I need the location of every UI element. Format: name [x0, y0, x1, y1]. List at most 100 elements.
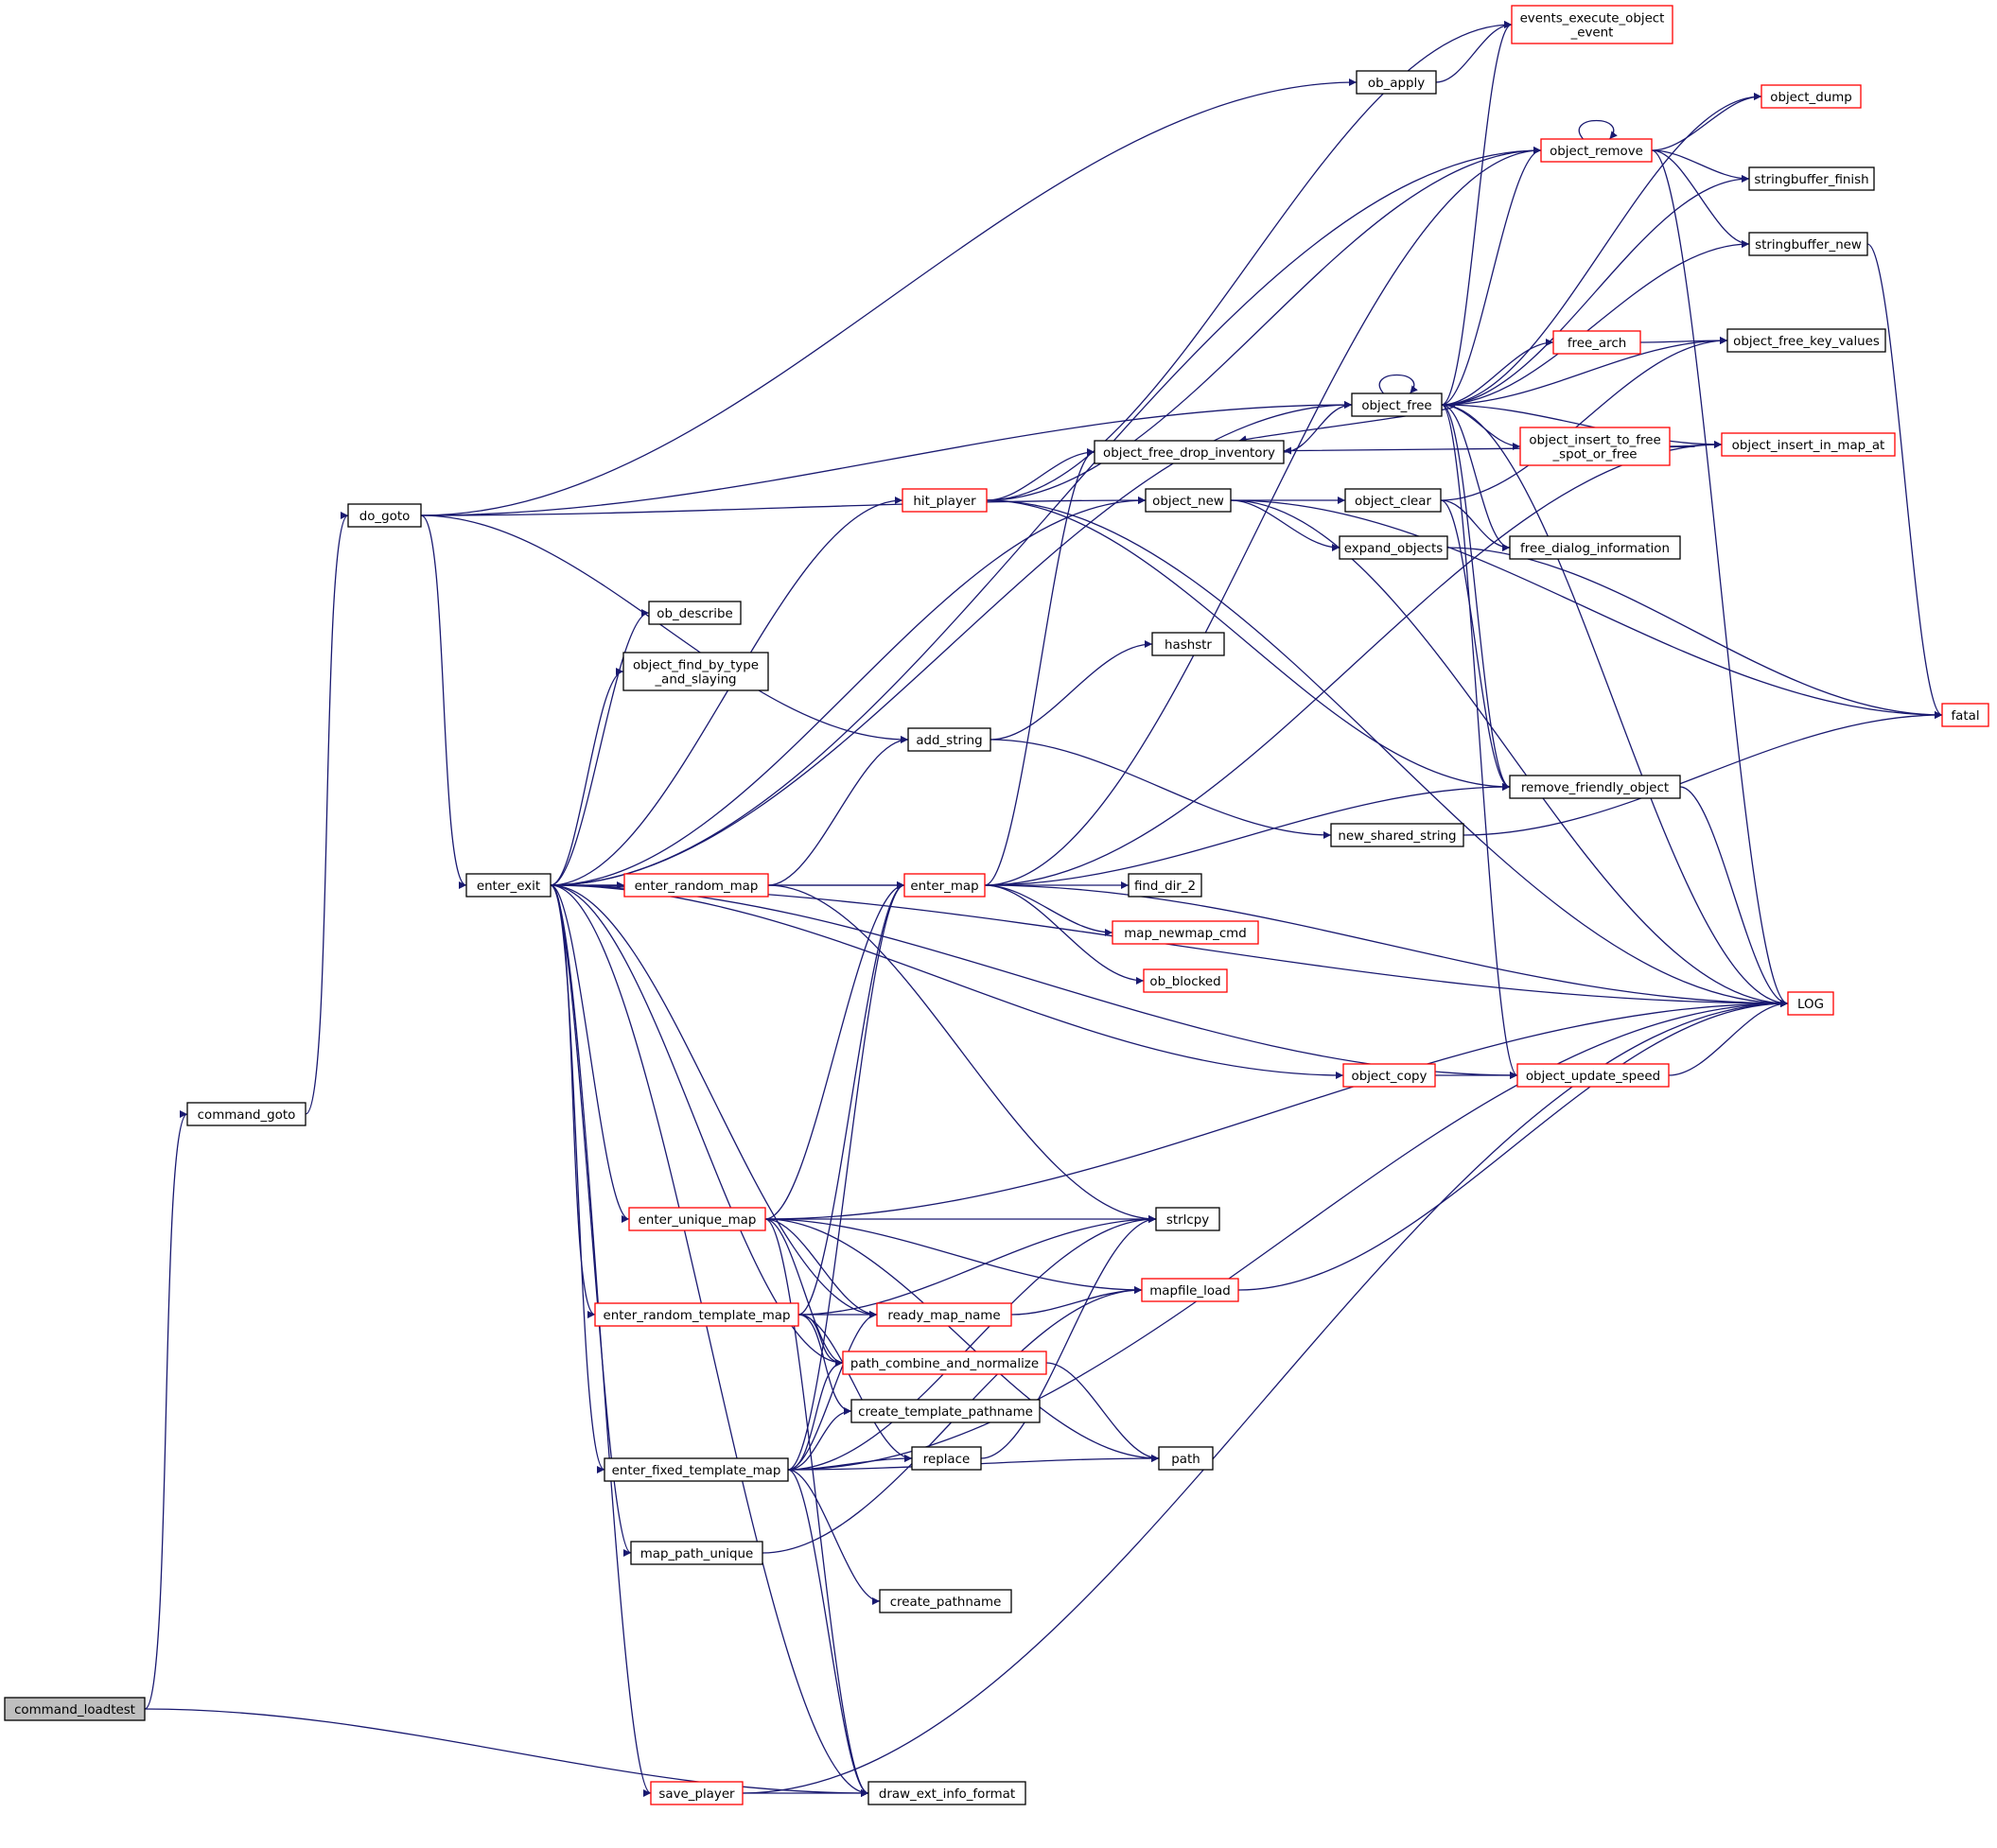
edge-enter_unique_map-to-mapfile_load	[764, 1218, 1143, 1294]
node-box	[1748, 166, 1875, 191]
node-do_goto[interactable]: do_goto	[347, 503, 422, 528]
node-free_dialog_information[interactable]: free_dialog_information	[1509, 535, 1681, 560]
node-object_dump[interactable]: object_dump	[1761, 84, 1862, 109]
edge-line	[764, 1218, 869, 1797]
node-enter_random_template_map[interactable]: enter_random_template_map	[594, 1302, 799, 1327]
edge-line	[986, 499, 1511, 791]
node-find_dir_2[interactable]: find_dir_2	[1128, 873, 1202, 898]
node-free_arch[interactable]: free_arch	[1552, 330, 1641, 355]
node-object_free_key_values[interactable]: object_free_key_values	[1726, 328, 1886, 353]
node-command_loadtest[interactable]: command_loadtest	[4, 1697, 146, 1721]
node-create_template_pathname[interactable]: create_template_pathname	[850, 1399, 1041, 1423]
node-create_pathname[interactable]: create_pathname	[879, 1589, 1012, 1613]
edge-enter_fixed_template_map-to-draw_ext_info_format	[787, 1469, 869, 1797]
node-ob_describe[interactable]: ob_describe	[648, 601, 742, 625]
node-expand_objects[interactable]: expand_objects	[1339, 535, 1448, 560]
node-replace[interactable]: replace	[911, 1446, 982, 1471]
edge-line	[1440, 337, 1728, 501]
edge-object_free-to-free_arch	[1441, 339, 1554, 406]
node-box	[1519, 427, 1671, 466]
node-label: stringbuffer_finish	[1754, 173, 1868, 187]
node-label: create_template_pathname	[858, 1405, 1033, 1420]
node-object_insert_in_map_at[interactable]: object_insert_in_map_at	[1721, 432, 1896, 457]
node-object_find_by_type_and_slaying[interactable]: object_find_by_type_and_slaying	[622, 652, 769, 691]
node-enter_fixed_template_map[interactable]: enter_fixed_template_map	[604, 1457, 789, 1482]
edge-line	[1230, 499, 1340, 551]
node-label: command_goto	[198, 1108, 296, 1123]
node-box	[1145, 488, 1232, 513]
edge-hit_player-to-object_remove	[986, 147, 1542, 501]
node-path_combine_and_normalize[interactable]: path_combine_and_normalize	[842, 1351, 1047, 1375]
node-label: ob_apply	[1368, 77, 1425, 91]
node-stringbuffer_new[interactable]: stringbuffer_new	[1748, 232, 1868, 256]
edge-line	[550, 668, 624, 886]
node-label: object_update_speed	[1526, 1070, 1660, 1084]
node-draw_ext_info_format[interactable]: draw_ext_info_format	[867, 1781, 1026, 1805]
edge-line	[1679, 786, 1789, 1007]
edge-line	[1866, 243, 1943, 719]
edge-enter_exit-to-map_path_unique	[550, 884, 632, 1557]
node-label: draw_ext_info_format	[879, 1787, 1015, 1802]
node-events_execute_object_event[interactable]: events_execute_object_event	[1511, 5, 1673, 44]
edge-line	[990, 739, 1332, 839]
node-enter_map[interactable]: enter_map	[903, 873, 986, 898]
node-remove_friendly_object[interactable]: remove_friendly_object	[1509, 775, 1681, 799]
edge-object_free-to-stringbuffer_finish	[1441, 175, 1750, 406]
node-add_string[interactable]: add_string	[907, 727, 991, 752]
edge-line	[990, 640, 1153, 741]
node-ready_map_name[interactable]: ready_map_name	[876, 1302, 1012, 1327]
node-strlcpy[interactable]: strlcpy	[1155, 1207, 1220, 1231]
node-fatal[interactable]: fatal	[1941, 703, 1989, 727]
node-path[interactable]: path	[1158, 1446, 1214, 1471]
edge-do_goto-to-object_free	[420, 401, 1353, 516]
node-label: remove_friendly_object	[1521, 781, 1669, 795]
edge-line	[550, 884, 844, 1367]
node-object_insert_to_free_spot_or_free[interactable]: object_insert_to_free_spot_or_free	[1519, 427, 1671, 466]
node-enter_exit[interactable]: enter_exit	[465, 873, 552, 898]
node-object_free_drop_inventory[interactable]: object_free_drop_inventory	[1094, 440, 1285, 464]
node-object_remove[interactable]: object_remove	[1540, 138, 1653, 163]
edge-line	[1441, 175, 1750, 406]
node-label: _and_slaying	[654, 673, 736, 688]
edge-enter_map-to-object_free_drop_inventory	[984, 448, 1095, 886]
edge-line	[787, 1000, 1789, 1471]
node-command_goto[interactable]: command_goto	[186, 1102, 307, 1126]
node-label: hit_player	[913, 495, 976, 509]
node-stringbuffer_finish[interactable]: stringbuffer_finish	[1748, 166, 1875, 191]
node-object_update_speed[interactable]: object_update_speed	[1516, 1063, 1670, 1088]
edge-line	[787, 1407, 852, 1471]
edge-enter_map-to-remove_friendly_object	[984, 783, 1511, 886]
node-enter_unique_map[interactable]: enter_unique_map	[628, 1207, 766, 1231]
edge-enter_exit-to-object_find_by_type_and_slaying	[550, 668, 624, 886]
node-LOG[interactable]: LOG	[1787, 991, 1834, 1016]
node-new_shared_string[interactable]: new_shared_string	[1330, 823, 1464, 847]
node-object_new[interactable]: object_new	[1145, 488, 1232, 513]
node-map_newmap_cmd[interactable]: map_newmap_cmd	[1112, 920, 1259, 945]
edge-object_clear-to-free_dialog_information	[1440, 499, 1511, 551]
node-ob_blocked[interactable]: ob_blocked	[1143, 968, 1228, 993]
node-mapfile_load[interactable]: mapfile_load	[1141, 1278, 1239, 1302]
node-box	[648, 601, 742, 625]
node-map_path_unique[interactable]: map_path_unique	[630, 1541, 763, 1565]
node-save_player[interactable]: save_player	[650, 1781, 744, 1805]
edge-line	[550, 147, 1542, 886]
node-box	[867, 1781, 1026, 1805]
node-hashstr[interactable]: hashstr	[1151, 632, 1225, 656]
edge-line	[1651, 149, 1789, 1007]
node-label: ob_describe	[657, 607, 732, 621]
edge-enter_exit-to-enter_fixed_template_map	[550, 884, 605, 1473]
nodes-layer: command_loadtest command_goto do_gotoenter…	[4, 5, 1989, 1805]
node-box	[347, 503, 422, 528]
edge-object_free-to-object_free_drop_inventory	[1238, 404, 1455, 444]
node-hit_player[interactable]: hit_player	[902, 488, 988, 513]
node-object_copy[interactable]: object_copy	[1342, 1063, 1436, 1088]
node-object_clear[interactable]: object_clear	[1344, 488, 1442, 513]
edge-line	[787, 881, 905, 1471]
node-object_free[interactable]: object_free	[1351, 392, 1443, 417]
node-label: stringbuffer_new	[1755, 238, 1862, 253]
edge-expand_objects-to-fatal	[1446, 547, 1943, 719]
node-ob_apply[interactable]: ob_apply	[1356, 70, 1437, 95]
node-enter_random_map[interactable]: enter_random_map	[623, 873, 769, 898]
edge-enter_random_template_map-to-enter_map	[797, 881, 905, 1316]
edge-object_remove-to-stringbuffer_new	[1651, 149, 1750, 248]
